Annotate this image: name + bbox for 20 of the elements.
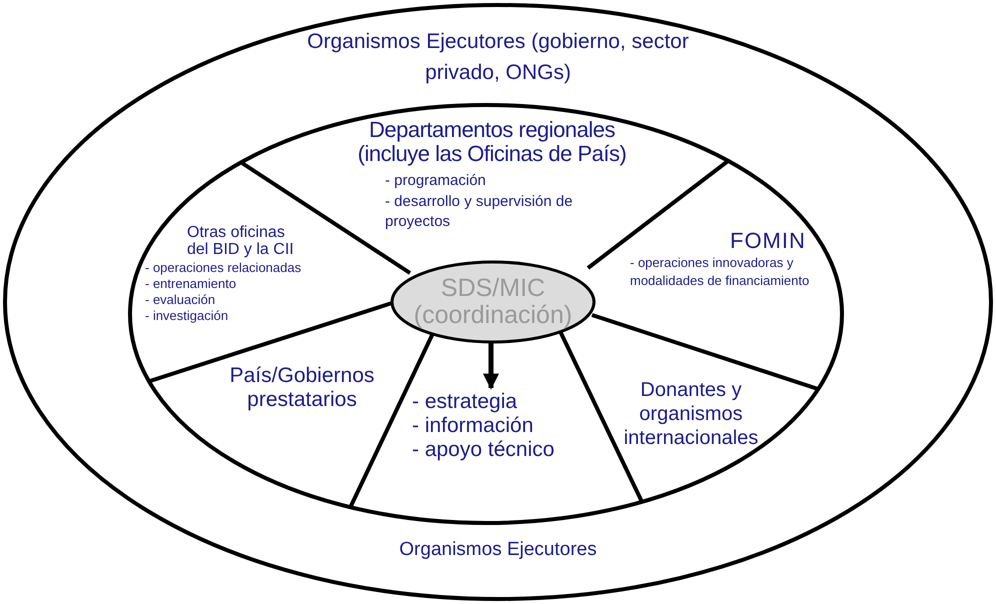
- inner-ellipse: [128, 103, 844, 525]
- sector-label: - operaciones innovadoras y modalidades de financiamiento: [630, 254, 810, 290]
- sector-label: - programación: [385, 171, 486, 191]
- sector-label: - desarrollo y supervisión de proyectos: [385, 192, 574, 232]
- sector-label: - investigación: [145, 308, 228, 324]
- arrow: [483, 342, 499, 390]
- sector-label: País/Gobiernos prestatarios: [228, 364, 376, 412]
- sector-label: - evaluación: [145, 292, 216, 308]
- sector-label: Donantes y organismos internacionales: [622, 378, 760, 450]
- sector-label: - entrenamiento: [145, 276, 236, 292]
- sector-label: Otras oficinas del BID y la CII: [187, 224, 295, 258]
- sector-label: Departamentos regionales (incluye las Oficinas de País): [356, 118, 628, 166]
- ring-label: Organismos Ejecutores: [398, 538, 598, 562]
- sector-label: - estrategia: [412, 390, 518, 414]
- sector-label: - información: [412, 414, 534, 438]
- sector-label: FOMIN: [730, 228, 806, 254]
- center-ellipse: SDS/MIC (coordinación): [390, 260, 596, 344]
- ring-label: Organismos Ejecutores (gobierno, sector privado, ONGs): [306, 29, 690, 86]
- sector-label: - operaciones relacionadas: [145, 260, 302, 276]
- sector-label: - apoyo técnico: [412, 438, 554, 462]
